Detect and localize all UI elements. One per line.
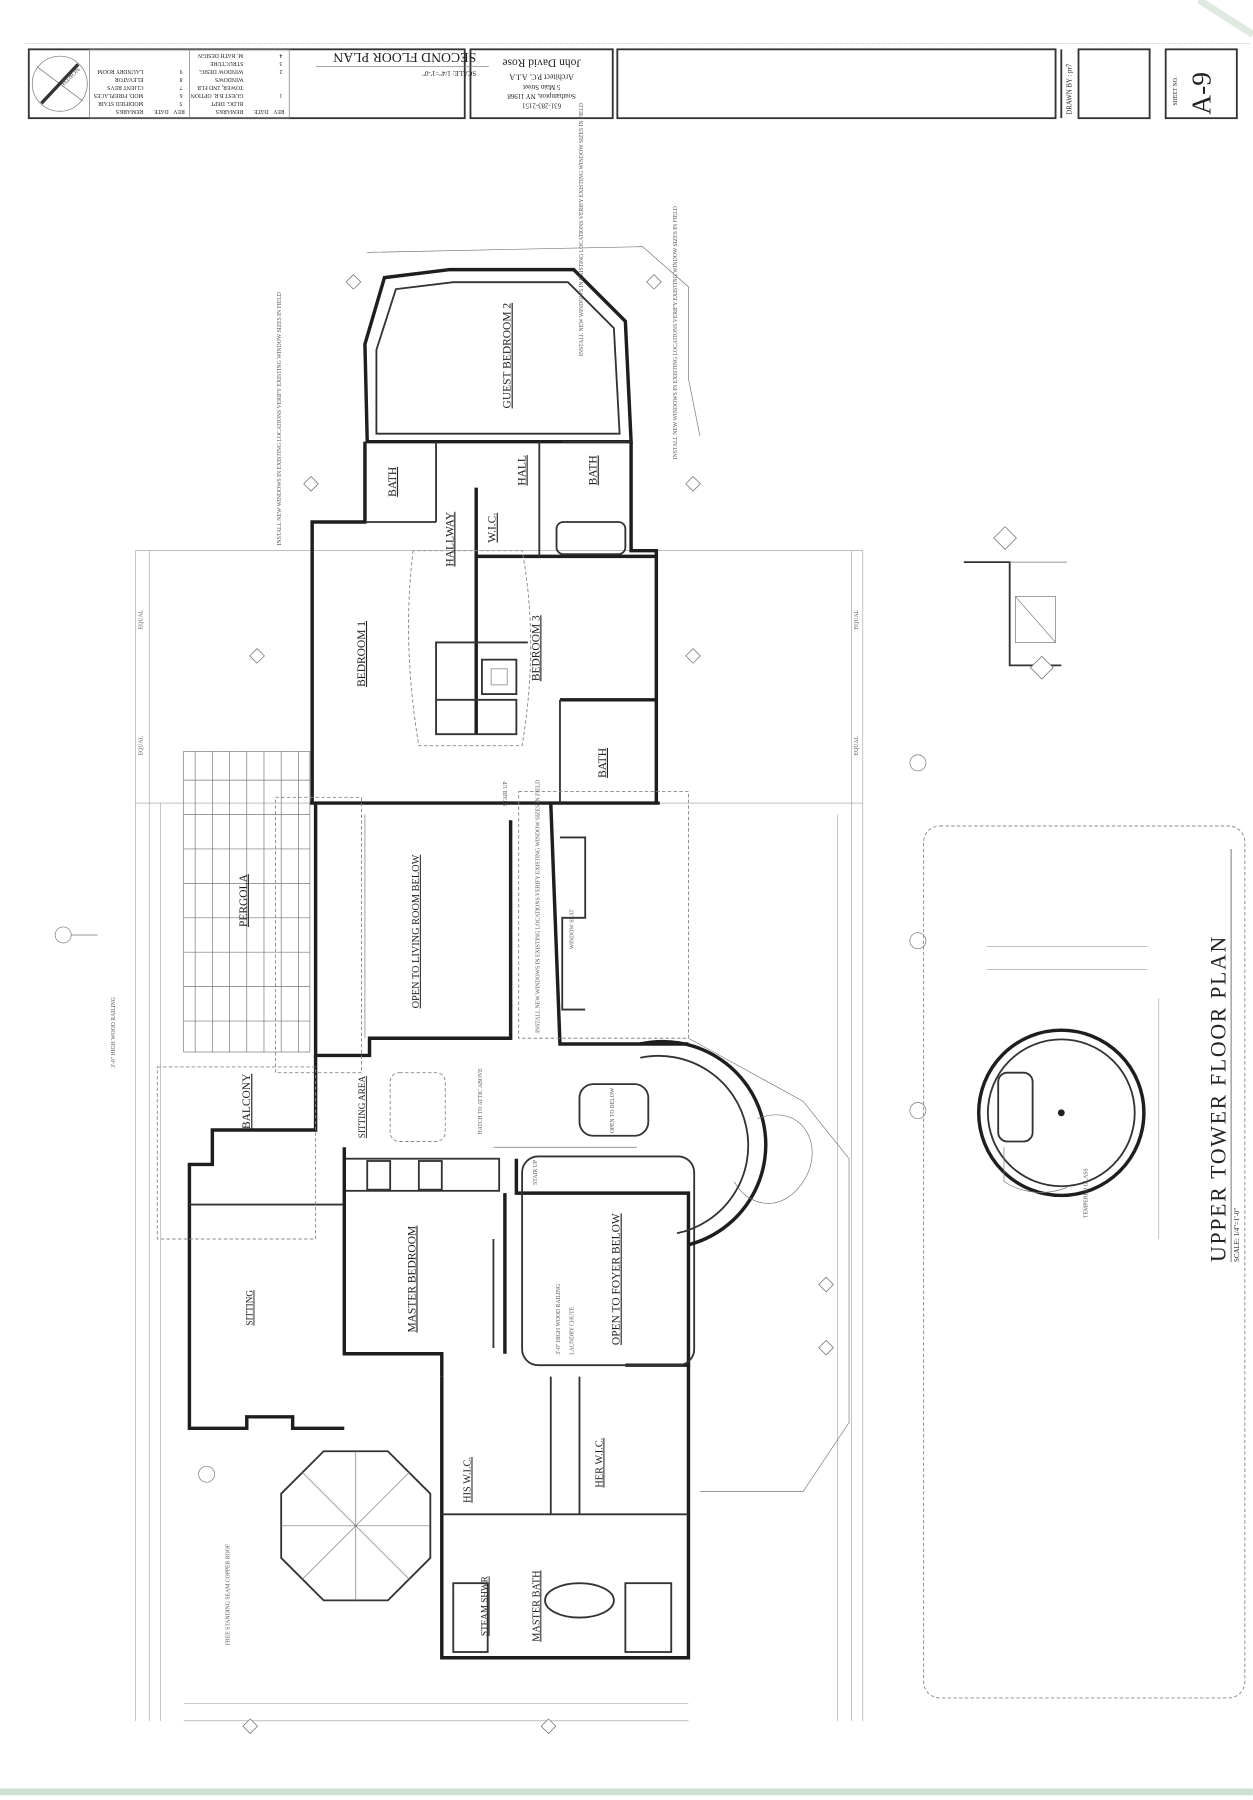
room-label-his-wic: HIS W.I.C. — [462, 1457, 473, 1503]
rev-remark: CLIENT REVS — [107, 84, 143, 90]
room-label-steam-shower: STEAM SHWR — [480, 1575, 490, 1636]
note-stair-up: STAIR UP — [503, 781, 509, 806]
rev-remark: MOD. FIREPLACES — [94, 92, 144, 98]
sheet-label: SHEET NO. — [1173, 76, 1179, 105]
architect-street: 5 Main Street — [523, 83, 561, 90]
rev-remark: ELEVATOR — [115, 76, 144, 82]
second-floor-plan: EQUAL EQUAL EQUAL EQUAL — [54, 103, 927, 1735]
room-label-sitting: SITTING — [245, 1290, 255, 1326]
rev-remark: STRUCTURE — [209, 60, 243, 66]
rev-remark: BLDG. DEPT — [210, 100, 243, 106]
rev-number: 4 — [279, 52, 282, 58]
room-label-balcony: BALCONY — [241, 1074, 253, 1129]
dim-equal: EQUAL — [854, 609, 860, 629]
remarks-header: REMARKS — [116, 108, 144, 114]
room-label-sitting-area: SITTING AREA — [357, 1076, 367, 1139]
plan-notes: INSTALL NEW WINDOWS IN EXISTING LOCATION… — [111, 103, 679, 1645]
room-label-guest-bedroom-2: GUEST BEDROOM 2 — [502, 303, 514, 409]
rev-number: 5 — [180, 100, 183, 106]
room-label-bedroom-3: BEDROOM 3 — [530, 615, 542, 681]
room-label-bath: BATH — [597, 748, 609, 778]
note-install-windows: INSTALL NEW WINDOWS IN EXISTING LOCATION… — [535, 780, 541, 1033]
architect-name: John David Rose — [502, 57, 580, 69]
rev-remark: GUEST B.R. OPTION — [191, 92, 244, 98]
room-label-wic: W.I.C. — [487, 513, 499, 543]
note-laundry-chute: LAUNDRY CHUTE — [570, 1306, 576, 1354]
rev-number: 9 — [180, 68, 183, 74]
date-header: DATE — [154, 108, 169, 114]
dim-equal: EQUAL — [138, 609, 144, 629]
date-header: DATE — [253, 108, 268, 114]
rev-remark: LAUNDRY ROOM — [97, 68, 143, 74]
note-install-windows: INSTALL NEW WINDOWS IN EXISTING LOCATION… — [673, 206, 679, 459]
title-block: NORTH REV DATE REMARKS REV DATE REMARKS … — [25, 43, 1251, 120]
section-markers — [54, 754, 927, 1483]
room-label-pergola: PERGOLA — [238, 873, 250, 927]
upper-tower-plan: TEMPERED GLASS UPPER TOWER FLOOR PLAN SC… — [923, 825, 1246, 1699]
rev-number: 6 — [180, 92, 183, 98]
note-tempered-glass: TEMPERED GLASS — [1084, 1168, 1090, 1218]
rev-number: 2 — [279, 68, 282, 74]
note-wood-railing: 3'-0" HIGH WOOD RAILING — [556, 1284, 562, 1355]
rev-remark: WINDOWS — [215, 76, 243, 82]
pergola-grid — [183, 751, 311, 1053]
sheet-number: A-9 — [1185, 72, 1216, 115]
note-copper-roof: FREE STANDING SEAM COPPER ROOF — [226, 1544, 232, 1645]
architect-firm: Architect P.C. A.I.A — [509, 73, 574, 82]
room-label-bedroom-1: BEDROOM 1 — [356, 621, 368, 687]
rev-header: REV — [173, 108, 185, 114]
revision-table: REV DATE REMARKS REV DATE REMARKS BLDG. … — [89, 48, 290, 119]
note-open-to-below: OPEN TO BELOW — [610, 1087, 616, 1133]
room-label-open-to-living-room: OPEN TO LIVING ROOM BELOW — [411, 854, 422, 1008]
note-install-windows: INSTALL NEW WINDOWS IN EXISTING LOCATION… — [579, 103, 585, 356]
room-label-her-wic: HER W.I.C. — [594, 1438, 605, 1488]
room-label-master-bedroom: MASTER BEDROOM — [406, 1226, 418, 1333]
rev-remark: M. BATH DESIGN — [198, 52, 243, 58]
tower-plan-scale: SCALE: 1/4"=1'-0" — [1234, 1208, 1241, 1262]
note-hatch-attic: HATCH TO ATTIC ABOVE — [478, 1068, 484, 1135]
stair-detail — [963, 526, 1068, 680]
drawn-by: DRAWN BY : pr7 — [1067, 63, 1074, 115]
room-label-open-to-foyer: OPEN TO FOYER BELOW — [611, 1213, 623, 1345]
rev-number: 7 — [180, 84, 183, 90]
tower-plan-title: UPPER TOWER FLOOR PLAN — [1206, 935, 1230, 1262]
rev-remark: WINDOW DESIG. — [198, 68, 243, 74]
remarks-header: REMARKS — [216, 108, 244, 114]
room-label-bath: BATH — [387, 467, 399, 497]
drawing-title: SECOND FLOOR PLAN — [333, 50, 476, 65]
room-label-hall: HALL — [517, 455, 529, 486]
rev-number: 1 — [279, 92, 282, 98]
rev-remark: MODIFIED STAIR — [98, 100, 144, 106]
dim-equal: EQUAL — [138, 736, 144, 756]
rev-remark: TOWER, 2ND FLR — [197, 84, 243, 90]
gazebo-roof — [280, 1450, 432, 1602]
note-install-windows: INSTALL NEW WINDOWS IN EXISTING LOCATION… — [277, 292, 283, 545]
note-stair-up: STAIR UP — [533, 1160, 539, 1185]
architect-phone: 631-283-2151 — [522, 101, 562, 108]
dim-equal: EQUAL — [854, 736, 860, 756]
architect-city: Southampton, NY 11968 — [507, 92, 576, 99]
rev-number: 3 — [279, 60, 282, 66]
note-window-seat: WINDOW SEAT — [570, 909, 576, 950]
rev-number: 8 — [180, 76, 183, 82]
room-label-hallway: HALLWAY — [444, 512, 456, 567]
window-tags — [242, 274, 834, 1735]
note-wood-railing: 3'-0" HIGH WOOD RAILING — [111, 997, 117, 1068]
room-label-bath: BATH — [588, 455, 600, 485]
rev-header: REV — [272, 108, 284, 114]
dimension-lines: EQUAL EQUAL EQUAL EQUAL — [135, 550, 864, 1722]
room-labels: GUEST BEDROOM 2 BATH HALL BATH W.I.C. HA… — [238, 303, 623, 1642]
room-label-master-bath: MASTER BATH — [531, 1570, 542, 1642]
drawing-scale: SCALE: 1/4"=1'-0" — [422, 69, 476, 76]
